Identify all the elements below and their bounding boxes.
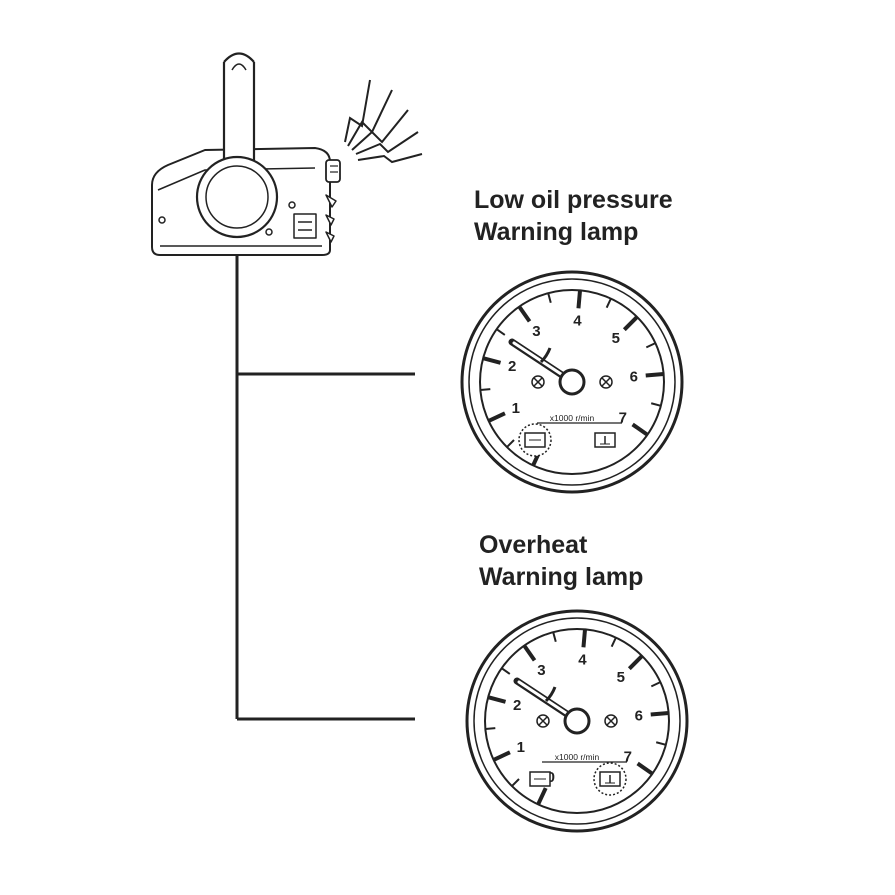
tick-label-7: 7: [624, 749, 632, 766]
oil-pressure-lamp-off: [529, 771, 551, 787]
major-tick: [636, 761, 654, 776]
minor-tick: [485, 727, 496, 731]
minor-tick: [645, 342, 656, 349]
tick-label-1: 1: [517, 739, 525, 756]
needle-arrow: [539, 347, 552, 364]
tick-label-6: 6: [635, 708, 643, 725]
minor-tick: [547, 292, 552, 304]
tick-label-3: 3: [532, 323, 540, 340]
tachometer-overheat-gauge: 0 1 2 3 4 5 6 7 x1000 r/min: [465, 609, 689, 833]
tick-label-7: 7: [619, 410, 627, 427]
major-tick: [536, 787, 548, 806]
tick-label-5: 5: [617, 669, 625, 686]
major-tick: [645, 371, 664, 378]
minor-tick: [480, 388, 491, 392]
major-tick: [482, 356, 502, 365]
major-tick: [492, 750, 511, 762]
tick-label-0: 0: [547, 769, 555, 786]
indicator-screw-right: [604, 714, 618, 728]
major-tick: [517, 305, 532, 323]
minor-tick: [655, 741, 667, 746]
major-tick: [627, 654, 644, 671]
tick-label-6: 6: [630, 369, 638, 386]
major-tick: [487, 411, 506, 423]
indicator-screw-right: [599, 375, 613, 389]
minor-tick: [650, 402, 662, 407]
buzzer-sound-icon: [344, 79, 423, 164]
major-tick: [522, 644, 537, 662]
tick-label-3: 3: [537, 662, 545, 679]
major-tick: [631, 422, 649, 437]
tick-label-1: 1: [512, 400, 520, 417]
tick-label-2: 2: [508, 358, 516, 375]
indicator-screw-left: [536, 714, 550, 728]
minor-tick: [552, 631, 557, 643]
overheat-label-line1: Overheat: [479, 531, 588, 559]
needle-arrow: [544, 686, 557, 703]
minor-tick: [605, 298, 612, 309]
tick-label-4: 4: [573, 312, 582, 329]
minor-tick: [496, 328, 506, 336]
minor-tick: [511, 778, 520, 787]
wiring-harness: [235, 252, 415, 721]
major-tick: [581, 629, 588, 648]
tick-label-5: 5: [612, 330, 620, 347]
overheat-label-line2: Warning lamp: [479, 563, 644, 591]
minor-tick: [506, 439, 515, 448]
minor-tick: [650, 681, 661, 688]
tick-label-2: 2: [513, 697, 521, 714]
control-lever: [195, 52, 279, 239]
major-tick: [576, 290, 583, 309]
overheat-label: Overheat Warning lamp: [479, 529, 643, 593]
oil-pressure-label-line2: Warning lamp: [474, 218, 639, 246]
tick-marks: [485, 629, 669, 806]
gauge-unit: x1000 r/min: [555, 752, 600, 762]
minor-tick: [501, 667, 511, 675]
major-tick: [487, 695, 507, 704]
oil-pressure-lamp-lit: [518, 423, 552, 457]
tick-labels: 0 1 2 3 4 5 6 7: [513, 651, 643, 786]
gauge-unit: x1000 r/min: [550, 413, 595, 423]
major-tick: [650, 710, 669, 717]
major-tick: [622, 315, 639, 332]
overheat-lamp-off: [594, 432, 616, 448]
minor-tick: [610, 637, 617, 648]
oil-pressure-label: Low oil pressure Warning lamp: [474, 184, 673, 248]
oil-pressure-label-line1: Low oil pressure: [474, 186, 673, 214]
indicator-screw-left: [531, 375, 545, 389]
overheat-lamp-lit: [593, 762, 627, 796]
needle-hub: [558, 368, 586, 396]
needle-hub: [563, 707, 591, 735]
tick-label-4: 4: [578, 651, 587, 668]
